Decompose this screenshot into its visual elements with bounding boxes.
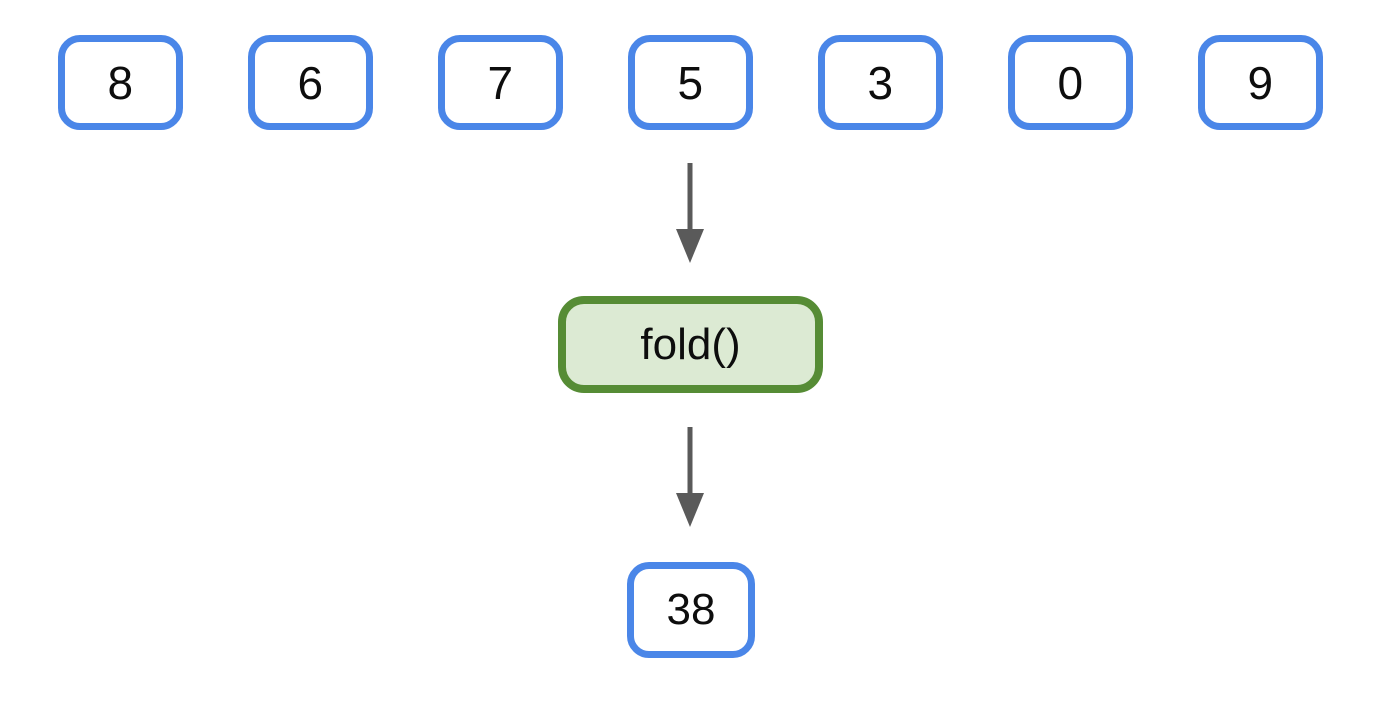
input-value: 0	[1057, 56, 1084, 109]
input-box-0: 8	[58, 35, 183, 130]
input-box-1: 6	[248, 35, 373, 130]
input-box-6: 9	[1198, 35, 1323, 130]
result-box: 38	[627, 562, 755, 658]
input-value: 8	[107, 56, 134, 109]
input-box-2: 7	[438, 35, 563, 130]
input-value: 5	[677, 56, 704, 109]
down-arrow-icon	[676, 163, 704, 263]
fold-operation-box: fold()	[558, 296, 823, 393]
input-box-5: 0	[1008, 35, 1133, 130]
down-arrow-icon	[676, 427, 704, 527]
input-value: 9	[1247, 56, 1274, 109]
input-value: 3	[867, 56, 894, 109]
input-value: 6	[297, 56, 324, 109]
input-box-3: 5	[628, 35, 753, 130]
input-box-4: 3	[818, 35, 943, 130]
result-value: 38	[666, 585, 716, 634]
input-value: 7	[487, 56, 514, 109]
fold-operation-label: fold()	[640, 319, 741, 369]
